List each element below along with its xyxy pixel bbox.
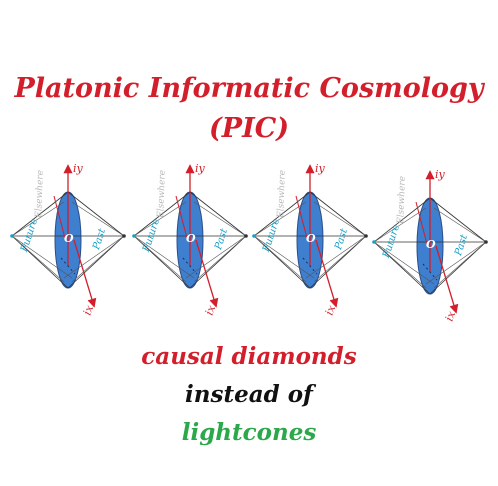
dashed-guide: [422, 263, 438, 281]
title-line-1: Platonic Informatic Cosmology: [14, 73, 484, 104]
diamond-edge: [11, 191, 69, 237]
dashed-guide: [182, 257, 198, 275]
cone-line: [373, 207, 427, 243]
ix-axis-back: [53, 195, 67, 243]
label-past: Past: [453, 232, 471, 258]
label-origin: O: [306, 232, 316, 245]
diamond-edge: [373, 197, 431, 243]
ix-axis-back: [415, 201, 429, 249]
cone-line: [71, 201, 125, 237]
label-elsewhere: Elsewhere: [156, 170, 168, 219]
cone-line: [305, 235, 367, 279]
diamond-edge: [253, 235, 311, 289]
ix-axis: [315, 239, 339, 308]
cone-line: [313, 201, 367, 237]
vertex-dot-right: [122, 234, 126, 238]
cone-line: [253, 235, 307, 283]
label-iy: iy: [195, 162, 206, 175]
ix-axis: [73, 239, 97, 308]
diamond-edge: [309, 191, 367, 237]
diamond-edge: [373, 241, 431, 295]
title-line-2: (PIC): [209, 113, 289, 144]
cone-line: [253, 201, 307, 237]
vertex-dot-right: [244, 234, 248, 238]
diamond-edge: [133, 191, 191, 237]
diamond-edge: [189, 235, 247, 289]
cone-line: [11, 235, 65, 283]
label-iy: iy: [435, 168, 446, 181]
vertex-dot-left: [132, 234, 136, 238]
cone-line: [193, 201, 247, 237]
label-iy: iy: [73, 162, 84, 175]
ix-axis-back: [175, 195, 189, 243]
dashed-guide: [60, 257, 76, 275]
label-iy: iy: [315, 162, 326, 175]
vertex-dot-right: [364, 234, 368, 238]
ix-axis: [195, 239, 219, 308]
label-origin: O: [426, 238, 436, 251]
label-past: Past: [213, 226, 231, 252]
cone-line: [373, 241, 435, 285]
diamond-edge: [67, 235, 125, 289]
cone-line: [11, 201, 65, 237]
cone-line: [71, 235, 125, 283]
dashed-guide: [302, 257, 318, 275]
cone-line: [433, 241, 487, 289]
caption-causal-diamonds: causal diamonds: [141, 343, 357, 370]
label-elsewhere: Elsewhere: [34, 170, 46, 219]
cone-line: [133, 235, 187, 283]
cone-line: [313, 235, 367, 283]
label-past: Past: [91, 226, 109, 252]
caption-instead-of: instead of: [185, 381, 313, 408]
vertex-dot-right: [484, 240, 488, 244]
diamond-edge: [429, 197, 487, 243]
cone-line: [63, 235, 125, 279]
vertex-dot-left: [10, 234, 14, 238]
diamond-edge: [67, 191, 125, 237]
diamond-edge: [189, 191, 247, 237]
vertex-dot-left: [372, 240, 376, 244]
ix-axis: [435, 245, 459, 314]
cone-line: [133, 201, 187, 237]
cone-line: [133, 235, 195, 279]
diamond-edge: [429, 241, 487, 295]
diamond-edge: [253, 191, 311, 237]
vertex-dot-left: [252, 234, 256, 238]
label-past: Past: [333, 226, 351, 252]
label-origin: O: [186, 232, 196, 245]
cone-line: [373, 241, 427, 289]
label-elsewhere: Elsewhere: [276, 170, 288, 219]
label-elsewhere: Elsewhere: [396, 176, 408, 225]
diamond-edge: [133, 235, 191, 289]
diamond-edge: [309, 235, 367, 289]
caption-lightcones: lightcones: [181, 419, 317, 446]
diamond-edge: [11, 235, 69, 289]
cone-line: [11, 235, 73, 279]
cone-line: [193, 235, 247, 283]
cone-line: [253, 235, 315, 279]
cone-line: [425, 241, 487, 285]
cone-line: [185, 235, 247, 279]
cone-line: [433, 207, 487, 243]
ix-axis-back: [295, 195, 309, 243]
label-origin: O: [64, 232, 74, 245]
